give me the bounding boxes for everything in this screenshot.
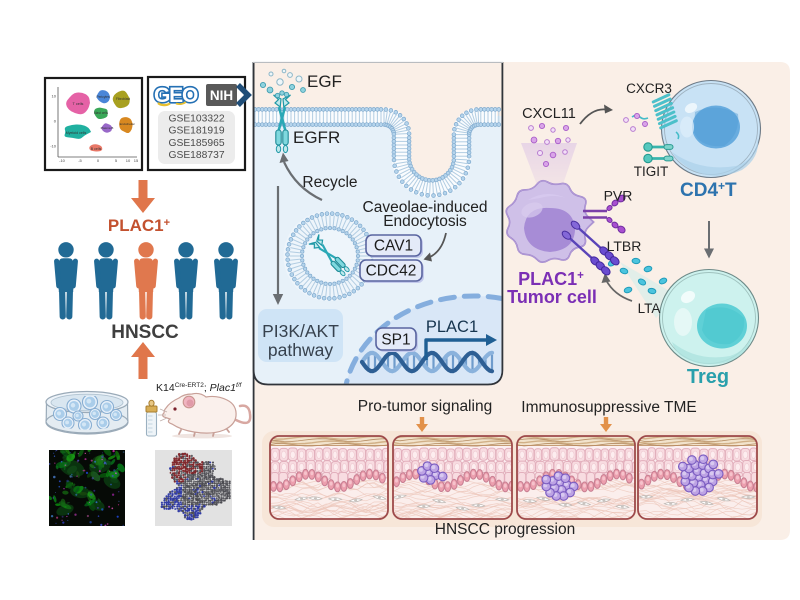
svg-text:Immunosuppressive TME: Immunosuppressive TME	[521, 399, 696, 416]
svg-text:CDC42: CDC42	[366, 263, 417, 280]
svg-text:T cells: T cells	[73, 102, 84, 106]
svg-text:10: 10	[126, 158, 131, 163]
svg-text:LTA: LTA	[638, 301, 661, 316]
svg-text:Endothelial: Endothelial	[120, 122, 135, 126]
svg-text:Fibroblast: Fibroblast	[116, 97, 130, 101]
svg-text:-10: -10	[59, 158, 66, 163]
svg-text:0: 0	[97, 158, 100, 163]
svg-text:Plasma B: Plasma B	[101, 126, 114, 130]
svg-text:Tumor cell: Tumor cell	[507, 287, 597, 307]
svg-text:Pro-tumor signaling: Pro-tumor signaling	[358, 398, 492, 415]
svg-text:PVR: PVR	[604, 188, 633, 204]
svg-text:Treg: Treg	[687, 366, 729, 388]
svg-text:B cells: B cells	[91, 147, 102, 151]
svg-text:CXCR3: CXCR3	[626, 81, 672, 96]
svg-text:10: 10	[52, 94, 57, 99]
svg-text:HNSCC progression: HNSCC progression	[435, 521, 575, 538]
svg-text:PI3K/AKT: PI3K/AKT	[262, 321, 339, 341]
svg-text:pathway: pathway	[268, 340, 333, 360]
svg-text:Mast cells: Mast cells	[94, 111, 109, 115]
svg-text:0: 0	[54, 119, 57, 124]
svg-text:PLAC1+: PLAC1+	[108, 216, 170, 235]
svg-text:Pericytes: Pericytes	[96, 95, 110, 99]
svg-text:GSE188737: GSE188737	[168, 150, 224, 161]
svg-text:LTBR: LTBR	[607, 238, 642, 254]
svg-text:HNSCC: HNSCC	[111, 322, 179, 343]
svg-text:EGFR: EGFR	[293, 128, 340, 147]
svg-text:Myeloid cells: Myeloid cells	[66, 131, 87, 135]
svg-text:TIGIT: TIGIT	[634, 164, 669, 179]
svg-text:CD4+T: CD4+T	[680, 179, 737, 201]
svg-text:GSE181919: GSE181919	[168, 126, 224, 137]
svg-text:Caveolae-induced: Caveolae-induced	[363, 199, 488, 216]
svg-text:PLAC1: PLAC1	[426, 318, 478, 336]
svg-text:-5: -5	[78, 158, 82, 163]
svg-text:5: 5	[115, 158, 118, 163]
svg-text:15: 15	[134, 158, 139, 163]
svg-text:EGF: EGF	[307, 72, 342, 91]
svg-text:NIH: NIH	[210, 88, 233, 103]
svg-text:CXCL11: CXCL11	[522, 106, 576, 122]
svg-text:Recycle: Recycle	[302, 174, 357, 191]
svg-text:GSE103322: GSE103322	[168, 114, 224, 125]
svg-text:PLAC1+: PLAC1+	[518, 269, 584, 289]
svg-text:Endocytosis: Endocytosis	[383, 213, 467, 230]
svg-text:CAV1: CAV1	[374, 238, 413, 255]
svg-text:SP1: SP1	[381, 332, 410, 349]
svg-text:-10: -10	[50, 144, 57, 149]
svg-text:GSE185965: GSE185965	[168, 138, 224, 149]
